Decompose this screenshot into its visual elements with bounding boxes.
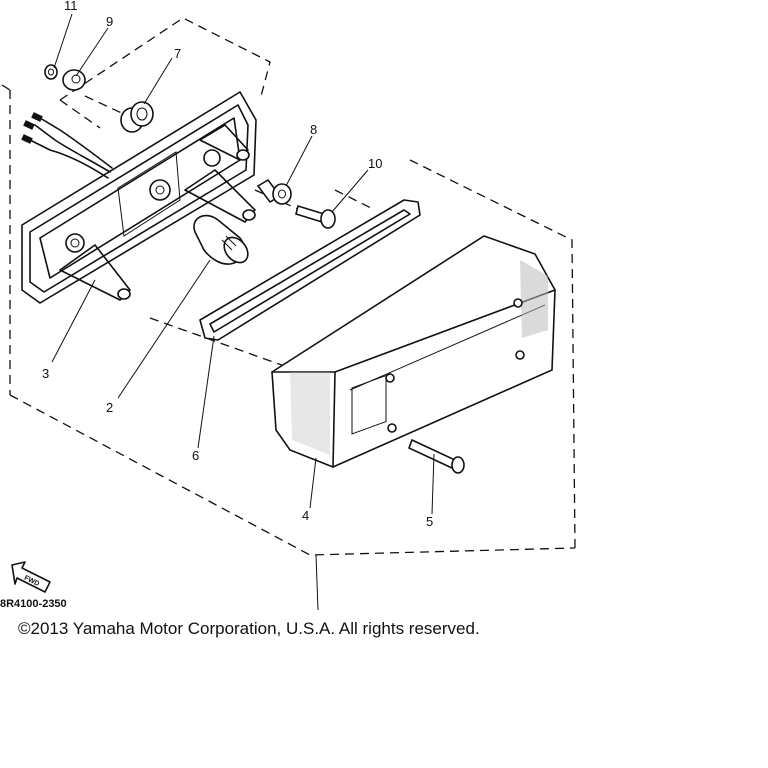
lens (271, 235, 556, 468)
callout-2: 2 (106, 400, 113, 415)
callout-10: 10 (368, 156, 382, 171)
fwd-arrow-icon: FWD (11, 561, 51, 593)
callout-4: 4 (302, 508, 309, 523)
group-outline-washer-grommet (59, 17, 271, 129)
leader-lines (51, 13, 435, 515)
screw-10 (295, 204, 336, 229)
callout-11: 11 (64, 0, 78, 13)
collar (256, 178, 292, 205)
group-outline-main (1, 84, 576, 556)
callout-9: 9 (106, 14, 113, 29)
bulb (193, 214, 249, 265)
grommet (120, 101, 154, 133)
leader-line-bottom (315, 554, 319, 611)
callout-5: 5 (426, 514, 433, 529)
washer (62, 69, 86, 91)
screw-5 (407, 438, 465, 474)
callout-6: 6 (192, 448, 199, 463)
callout-numbers: 11 9 7 8 10 3 2 6 4 5 (42, 0, 433, 529)
nut (44, 64, 58, 80)
callout-7: 7 (174, 46, 181, 61)
callout-3: 3 (42, 366, 49, 381)
reference-code: 8R4100-2350 (0, 598, 67, 610)
lamp-housing (21, 91, 257, 304)
tail-light-exploded-diagram: 11 9 7 8 10 3 2 6 4 5 FWD (1, 0, 576, 611)
callout-8: 8 (310, 122, 317, 137)
copyright-notice: ©2013 Yamaha Motor Corporation, U.S.A. A… (18, 619, 480, 638)
gasket (199, 199, 421, 341)
